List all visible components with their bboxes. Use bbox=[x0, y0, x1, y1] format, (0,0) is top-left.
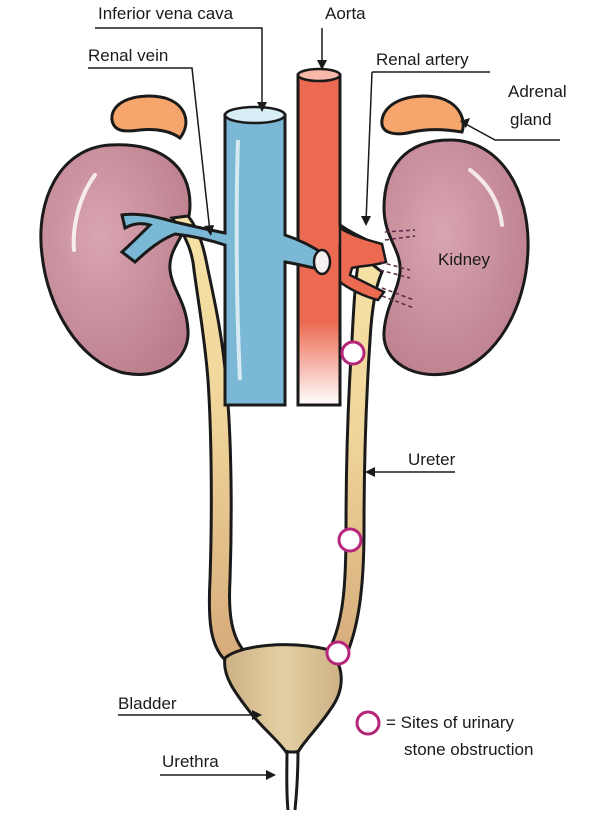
label-bladder: Bladder bbox=[118, 694, 177, 713]
obstruction-marker-ureteropelvic bbox=[340, 340, 366, 366]
label-inferior-vena-cava: Inferior vena cava bbox=[98, 4, 234, 23]
urethra bbox=[285, 749, 300, 811]
bladder bbox=[223, 643, 343, 754]
leader-adrenal-gland bbox=[461, 121, 560, 141]
label-aorta: Aorta bbox=[325, 4, 366, 23]
label-renal-vein: Renal vein bbox=[88, 46, 169, 65]
label-renal-artery: Renal artery bbox=[376, 50, 469, 69]
right-adrenal-gland bbox=[380, 94, 465, 136]
left-kidney bbox=[39, 143, 192, 376]
leader-renal-artery bbox=[365, 71, 490, 223]
label-ureter: Ureter bbox=[408, 450, 456, 469]
obstruction-marker-mid-ureter bbox=[337, 527, 363, 553]
right-kidney bbox=[382, 138, 530, 377]
label-kidney: Kidney bbox=[438, 250, 490, 269]
leader-renal-vein bbox=[88, 67, 211, 233]
leader-inferior-vena-cava bbox=[95, 27, 263, 110]
label-urethra: Urethra bbox=[162, 752, 219, 771]
renal-artery bbox=[338, 225, 388, 302]
label-adrenal-gland-line2: gland bbox=[510, 110, 552, 129]
obstruction-marker-ureterovesical bbox=[325, 640, 351, 666]
label-adrenal-gland-line1: Adrenal bbox=[508, 82, 567, 101]
left-adrenal-gland bbox=[110, 94, 188, 141]
legend-text-line2: stone obstruction bbox=[404, 740, 534, 759]
legend-text-line1: = Sites of urinary bbox=[386, 713, 515, 732]
legend-marker bbox=[355, 710, 381, 736]
